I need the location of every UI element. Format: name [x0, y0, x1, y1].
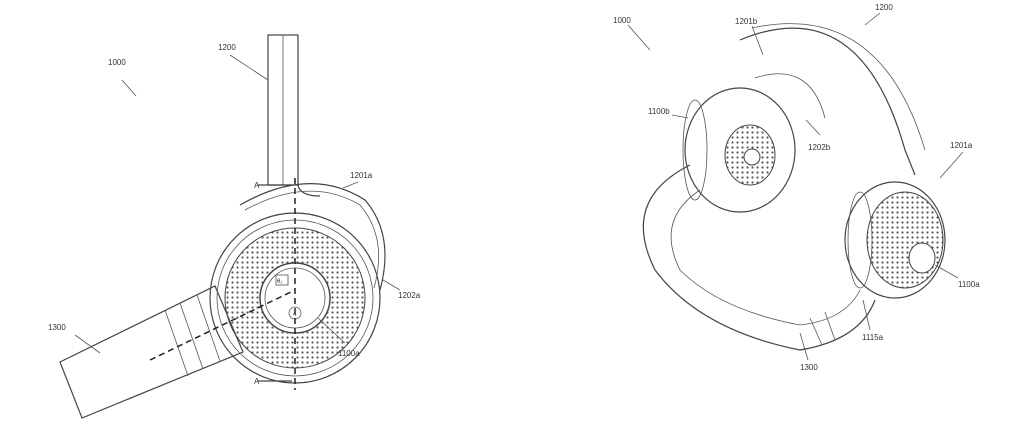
earcup-arm-left: [239, 183, 386, 291]
label-1201a-left: 1201a: [350, 171, 373, 180]
label-1000-right: 1000: [613, 16, 631, 25]
label-1100b: 1100b: [648, 107, 670, 116]
nozzle-axis: [149, 289, 296, 361]
leader-lines: [74, 54, 401, 354]
leader-lines-right: [627, 12, 964, 361]
nozzle-left: [59, 285, 244, 419]
label-1201a-right: 1201a: [950, 141, 973, 150]
label-1000-left: 1000: [108, 58, 126, 67]
label-1200-left: 1200: [218, 43, 236, 52]
label-1300-right: 1300: [800, 363, 818, 372]
figure-left: 1000 1200 1201a 1202a 1300 1100a A A θ₁ …: [48, 34, 421, 419]
earcup-a-right: [844, 181, 946, 299]
label-section-a-bottom: A: [254, 377, 260, 386]
label-1200-right: 1200: [875, 3, 893, 12]
label-section-a-top: A: [254, 181, 260, 190]
label-1202a-left: 1202a: [398, 291, 421, 300]
headband-right: [739, 23, 926, 176]
label-marker: 4: [293, 312, 297, 318]
label-1115a: 1115a: [862, 333, 884, 342]
earcup-b: [682, 87, 796, 213]
headband-left: [267, 34, 321, 197]
label-1202b: 1202b: [808, 143, 831, 152]
nozzle-right: [642, 164, 876, 351]
figure-right: 1000 1201b 1200 1100b 1202b 1201a 1100a …: [613, 3, 980, 372]
label-1201b: 1201b: [735, 17, 758, 26]
label-1100a-left: 1100a: [338, 349, 360, 358]
label-1100a-right: 1100a: [958, 280, 980, 289]
label-angle: θ₁: [277, 279, 282, 285]
label-1300-left: 1300: [48, 323, 66, 332]
